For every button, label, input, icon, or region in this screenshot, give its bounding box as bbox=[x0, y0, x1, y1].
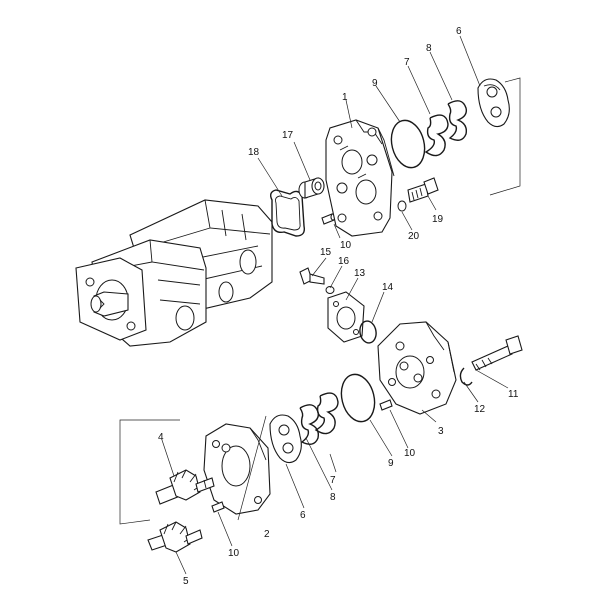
callout-15: 15 bbox=[320, 247, 332, 258]
bushing-17 bbox=[298, 177, 325, 199]
leader-lines bbox=[161, 35, 509, 575]
callout-19: 19 bbox=[432, 214, 444, 225]
callout-10-lower: 10 bbox=[228, 548, 240, 559]
o-ring-14 bbox=[359, 320, 377, 344]
driven-gear-shaft-5 bbox=[147, 521, 203, 553]
callout-7-upper: 7 bbox=[404, 57, 410, 68]
pump-body-assembly bbox=[75, 199, 273, 347]
washer-16 bbox=[325, 286, 335, 294]
explosion-axis-lower bbox=[119, 419, 180, 525]
gear-housing-2 bbox=[203, 423, 271, 515]
o-ring-9-lower bbox=[340, 373, 376, 423]
callout-9-upper: 9 bbox=[372, 78, 378, 89]
callout-6-lower: 6 bbox=[300, 510, 306, 521]
callout-16: 16 bbox=[338, 256, 350, 267]
snap-ring-12 bbox=[459, 367, 473, 386]
o-ring-18 bbox=[269, 189, 306, 237]
dowel-pin-10-upper bbox=[321, 213, 336, 225]
explosion-axis-upper bbox=[489, 77, 521, 196]
dowel-pin-10-lower bbox=[211, 501, 225, 513]
callout-4: 4 bbox=[158, 432, 164, 443]
drive-gear-shaft-4 bbox=[155, 469, 215, 505]
callout-17: 17 bbox=[282, 130, 294, 141]
backup-ring-7-lower bbox=[314, 392, 339, 435]
bolt-19 bbox=[407, 177, 439, 203]
seal-plate-6-upper bbox=[477, 78, 510, 128]
backup-ring-7-upper bbox=[424, 114, 449, 157]
backup-ring-8-upper bbox=[447, 100, 468, 141]
callout-14: 14 bbox=[382, 282, 394, 293]
seal-plate-6-lower bbox=[269, 414, 302, 464]
bolt-15 bbox=[299, 267, 325, 285]
cover-plate-1 bbox=[325, 119, 395, 237]
callout-11: 11 bbox=[508, 389, 519, 400]
callout-20: 20 bbox=[408, 231, 420, 242]
callout-6-upper: 6 bbox=[456, 26, 462, 37]
rear-cover-3 bbox=[377, 321, 457, 415]
backup-ring-8-lower bbox=[299, 404, 320, 445]
callout-9-lower: 9 bbox=[388, 458, 394, 469]
washer-20 bbox=[397, 200, 407, 212]
callout-2: 2 bbox=[264, 529, 270, 540]
callout-3: 3 bbox=[438, 426, 444, 437]
callout-5: 5 bbox=[183, 576, 189, 587]
callout-8-upper: 8 bbox=[426, 43, 432, 54]
o-ring-9-upper bbox=[390, 119, 426, 169]
callout-10-middle: 10 bbox=[404, 448, 416, 459]
callout-13: 13 bbox=[354, 268, 366, 279]
callout-1: 1 bbox=[342, 92, 348, 103]
flange-13 bbox=[327, 291, 365, 343]
callout-labels: 1 2 3 4 5 6 6 7 7 8 8 9 9 10 10 10 11 12… bbox=[158, 26, 519, 587]
bolt-11 bbox=[471, 335, 523, 371]
callout-7-lower: 7 bbox=[330, 475, 336, 486]
dowel-pin-10-middle bbox=[379, 399, 393, 411]
callout-12: 12 bbox=[474, 404, 486, 415]
callout-18: 18 bbox=[248, 147, 260, 158]
callout-10-upper: 10 bbox=[340, 240, 352, 251]
callout-8-lower: 8 bbox=[330, 492, 336, 503]
